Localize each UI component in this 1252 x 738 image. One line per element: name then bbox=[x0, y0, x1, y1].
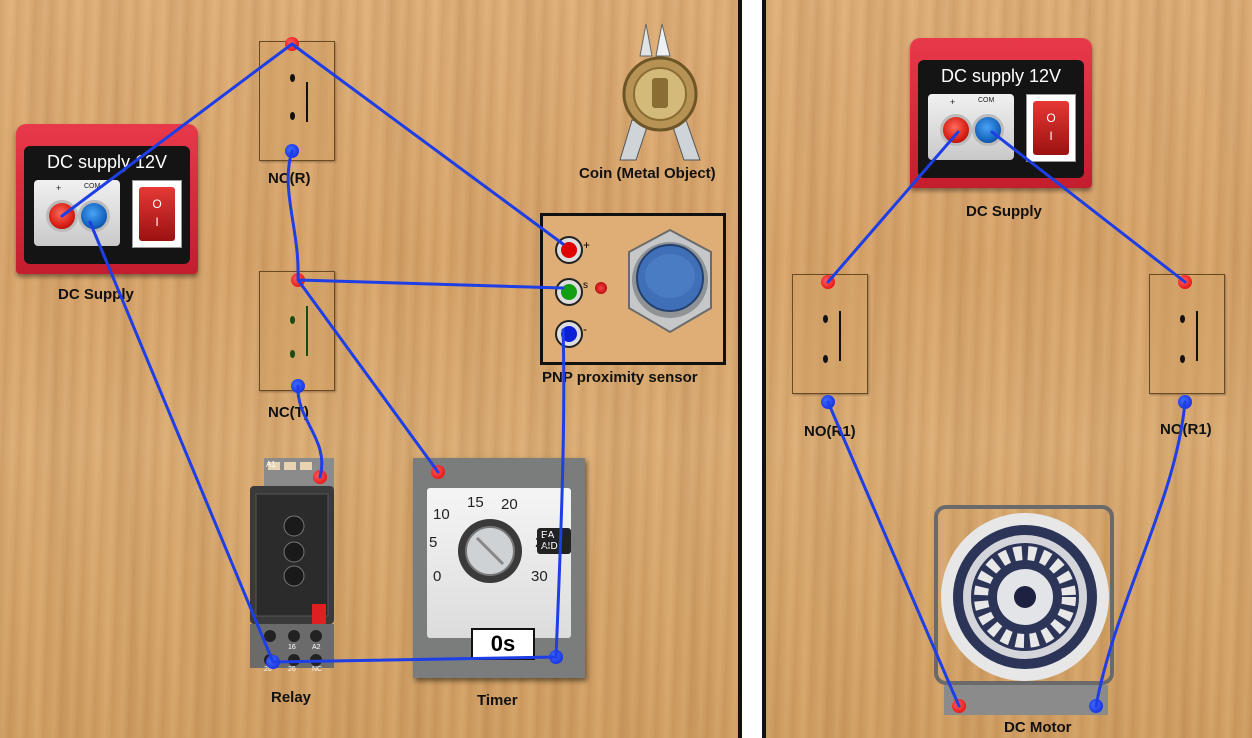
nc-t-top-pin[interactable] bbox=[291, 273, 305, 287]
relay-terminal-label: 28 bbox=[264, 666, 272, 673]
switch-nc-r-label: NC(R) bbox=[268, 170, 311, 187]
pnp-sensor[interactable]: + s - bbox=[540, 213, 726, 365]
motor-left-pin[interactable] bbox=[952, 699, 966, 713]
timer-module[interactable]: EA AID 0 5 10 15 20 25 30 0s bbox=[413, 458, 585, 678]
sensor-plus-label: + bbox=[583, 238, 591, 252]
com-terminal[interactable] bbox=[972, 114, 1004, 146]
sensor-minus-terminal[interactable] bbox=[555, 320, 583, 348]
sensor-led-icon bbox=[595, 282, 607, 294]
com-label: COM bbox=[978, 97, 995, 104]
nc-r-bottom-pin[interactable] bbox=[285, 144, 299, 158]
relay-28-pin[interactable] bbox=[266, 655, 280, 669]
relay-terminal-label: NC bbox=[312, 666, 323, 673]
dc-motor-label: DC Motor bbox=[1004, 719, 1072, 736]
coin-metal-object[interactable] bbox=[612, 20, 708, 164]
positive-terminal[interactable] bbox=[940, 114, 972, 146]
timer-output-pin[interactable] bbox=[549, 650, 563, 664]
sensor-signal-label: s bbox=[583, 280, 588, 291]
relay-module[interactable]: A1 16 A2 28 26 NC bbox=[250, 458, 334, 673]
switch-nc-t[interactable] bbox=[259, 271, 335, 391]
dial-mark: 25 bbox=[535, 534, 552, 551]
switch-no-r1-left-label: NO(R1) bbox=[804, 423, 856, 440]
switch-no-r1-right-label: NO(R1) bbox=[1160, 421, 1212, 438]
relay-terminal-label: 16 bbox=[288, 644, 296, 651]
com-terminal[interactable] bbox=[78, 200, 110, 232]
motor-right-pin[interactable] bbox=[1089, 699, 1103, 713]
panel-divider bbox=[742, 0, 762, 738]
timer-knob[interactable] bbox=[455, 516, 525, 586]
relay-label: Relay bbox=[271, 689, 312, 706]
motor-icon bbox=[934, 505, 1114, 715]
relay-a1-label: A1 bbox=[266, 460, 276, 469]
dial-mark: 15 bbox=[467, 494, 484, 511]
no-r1-right-bottom-pin[interactable] bbox=[1178, 395, 1192, 409]
positive-terminal[interactable] bbox=[46, 200, 78, 232]
com-label: COM bbox=[84, 183, 101, 190]
dc-supply-title: DC supply 12V bbox=[46, 152, 168, 172]
sensor-minus-label: - bbox=[583, 322, 587, 336]
relay-a1-pin[interactable] bbox=[313, 470, 327, 484]
nc-t-bottom-pin[interactable] bbox=[291, 379, 305, 393]
timer-readout: 0s bbox=[471, 628, 535, 660]
sensor-signal-terminal[interactable] bbox=[555, 278, 583, 306]
plus-label: + bbox=[56, 183, 62, 193]
dial-mark: 10 bbox=[433, 506, 450, 523]
timer-brand: EA AID bbox=[537, 528, 571, 554]
relay-terminal-label: A2 bbox=[312, 644, 321, 651]
dial-mark: 20 bbox=[501, 496, 518, 513]
timer-input-pin[interactable] bbox=[431, 465, 445, 479]
sensor-plus-terminal[interactable] bbox=[555, 236, 583, 264]
sensor-label: PNP proximity sensor bbox=[542, 369, 698, 386]
no-r1-right-top-pin[interactable] bbox=[1178, 275, 1192, 289]
proximity-sensor-head-icon bbox=[628, 228, 712, 334]
switch-nc-r[interactable] bbox=[259, 41, 335, 161]
no-r1-left-bottom-pin[interactable] bbox=[821, 395, 835, 409]
dc-supply-label: DC Supply bbox=[966, 203, 1042, 220]
dc-supply-title: DC supply 12V bbox=[940, 66, 1062, 86]
no-r1-left-top-pin[interactable] bbox=[821, 275, 835, 289]
dial-mark: 5 bbox=[429, 534, 438, 551]
switch-nc-t-label: NC(T) bbox=[268, 404, 309, 421]
dial-mark: 0 bbox=[433, 568, 442, 585]
coin-label: Coin (Metal Object) bbox=[579, 165, 716, 182]
dial-mark: 30 bbox=[531, 568, 548, 585]
plus-label: + bbox=[950, 97, 956, 107]
timer-label: Timer bbox=[477, 692, 518, 709]
switch-no-r1-left[interactable] bbox=[792, 274, 868, 394]
nc-r-top-pin[interactable] bbox=[285, 37, 299, 51]
dc-supply-label: DC Supply bbox=[58, 286, 134, 303]
relay-terminal-label: 26 bbox=[288, 666, 296, 673]
dc-motor[interactable] bbox=[934, 505, 1116, 717]
switch-no-r1-right[interactable] bbox=[1149, 274, 1225, 394]
